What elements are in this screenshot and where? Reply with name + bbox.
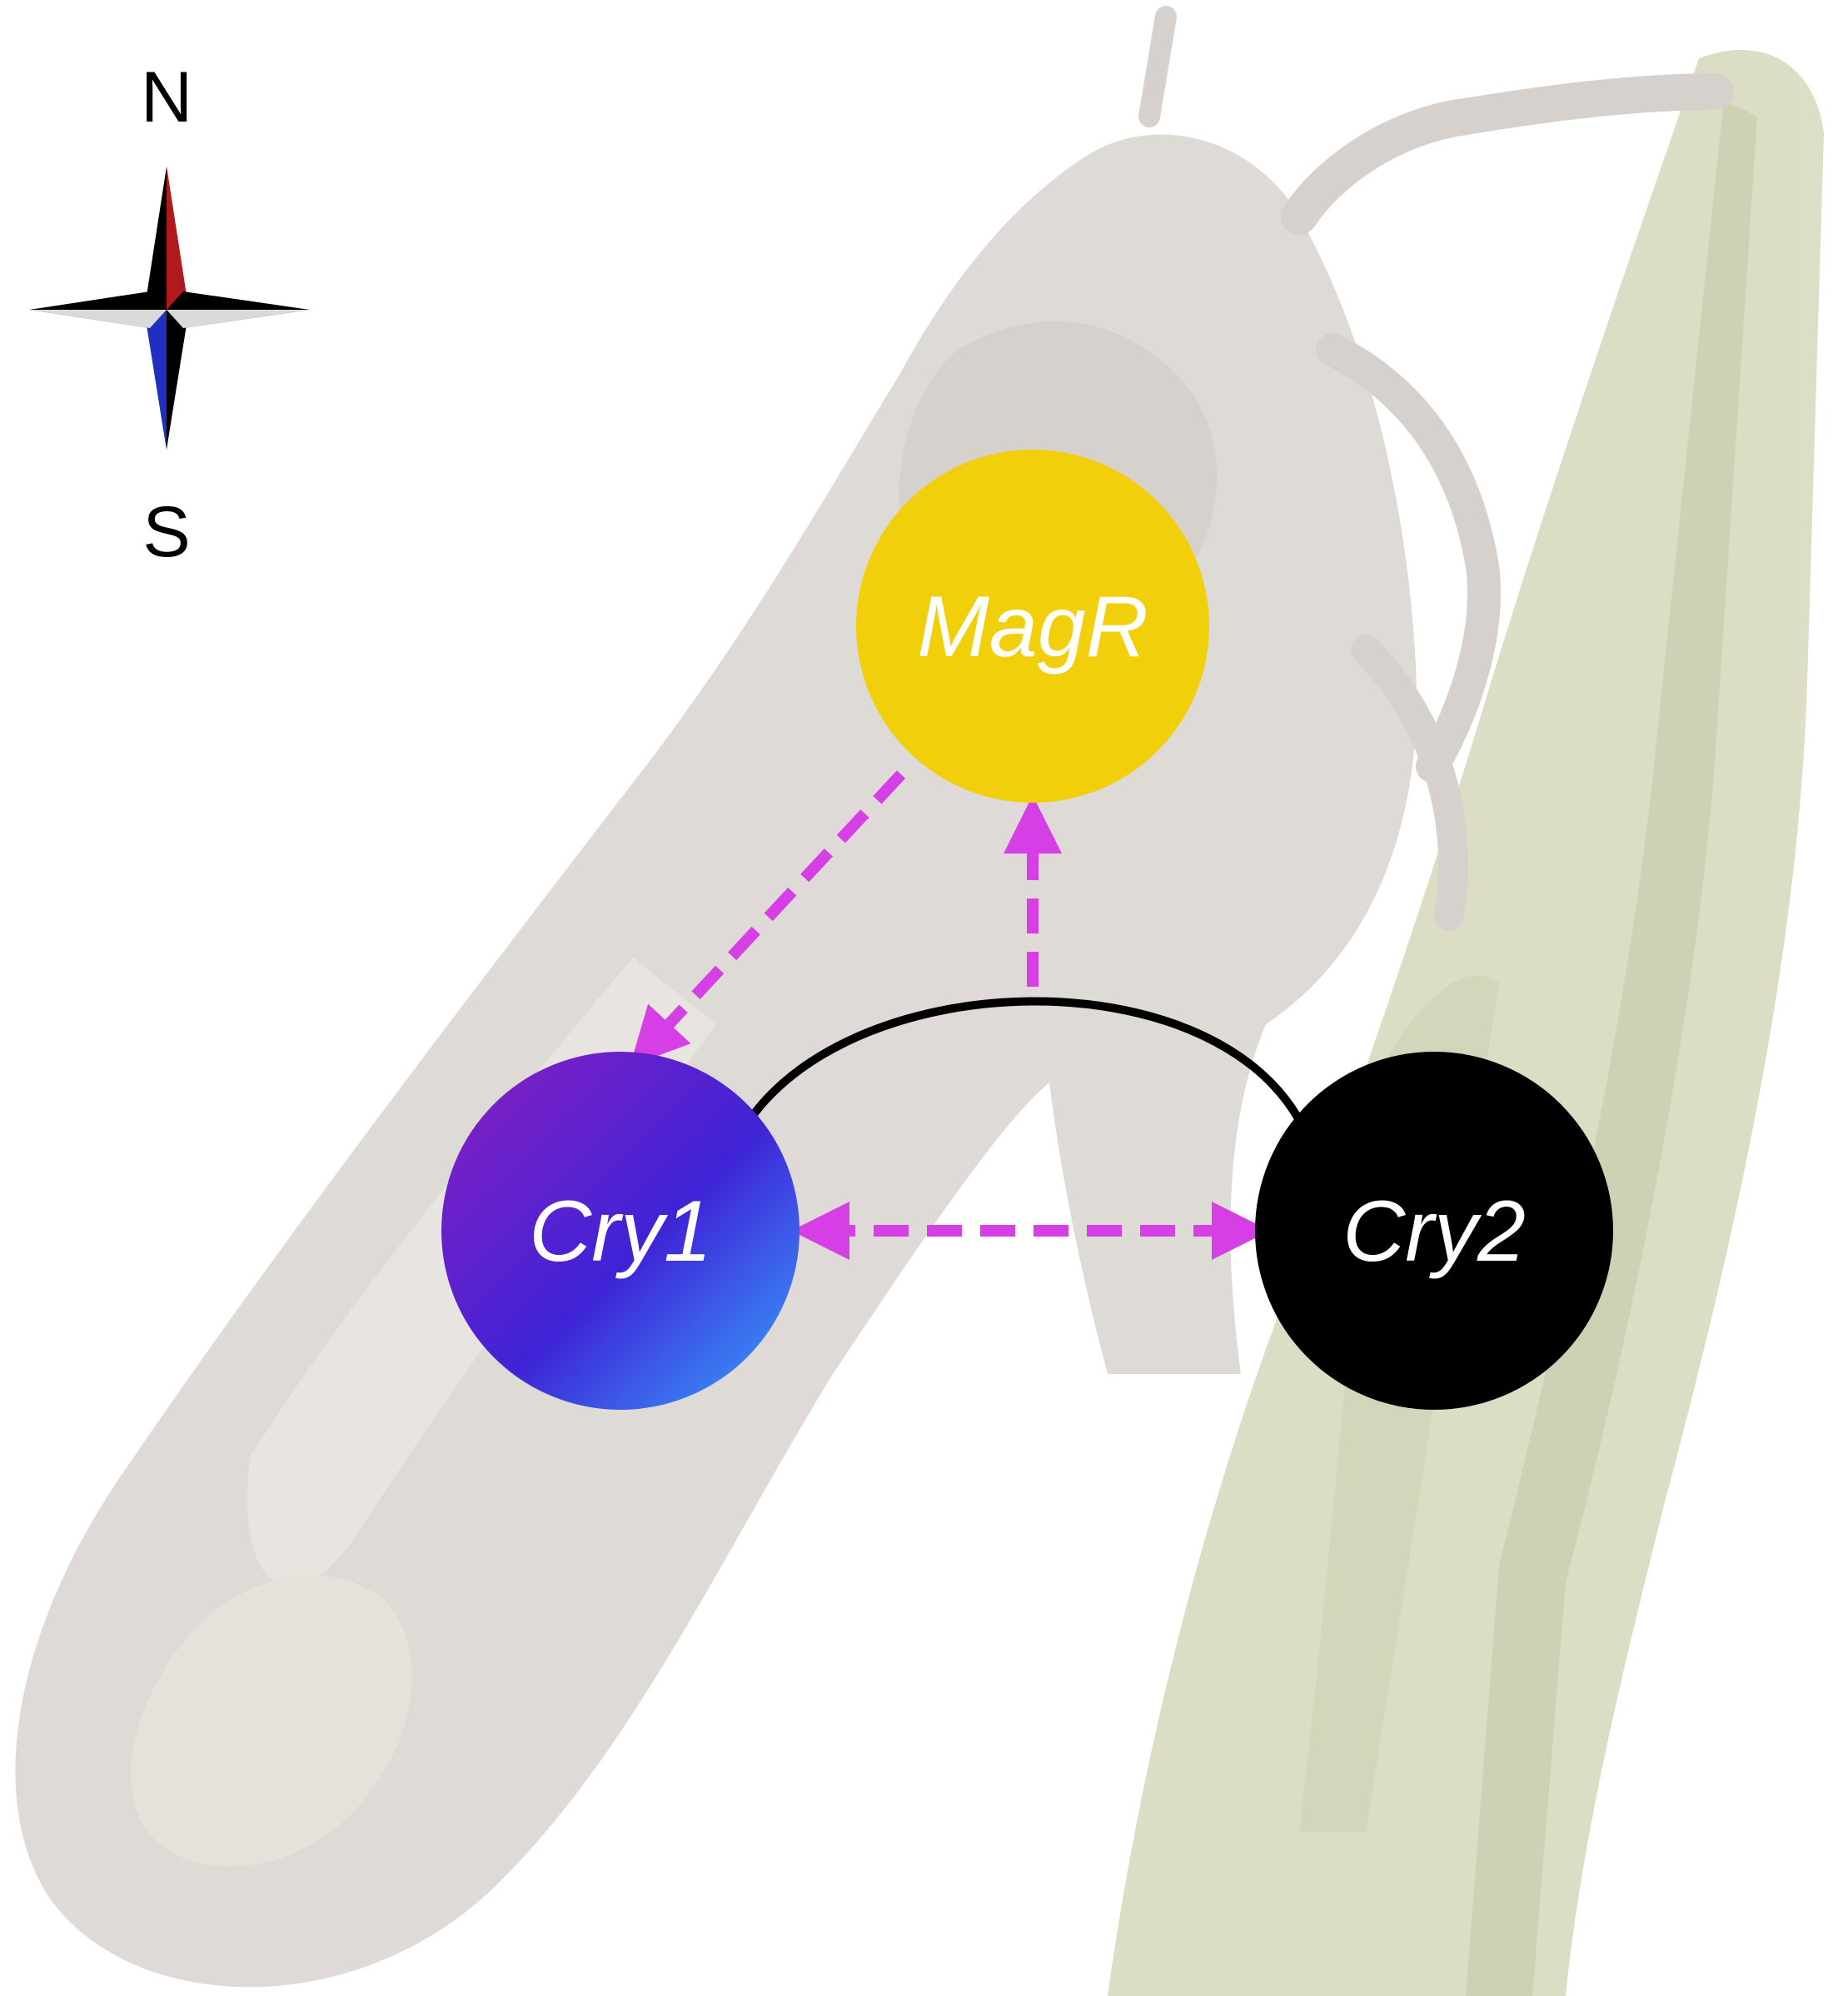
node-cry1: Cry1 (441, 1052, 799, 1410)
cry1-cry2-arc (745, 997, 1303, 1122)
cry1-circle (441, 1052, 799, 1410)
cry2-circle (1255, 1052, 1613, 1410)
node-magr: MagR (856, 450, 1209, 803)
compass-south-highlight (147, 310, 167, 450)
compass-rose: N S (29, 57, 310, 572)
cry1-label: Cry1 (529, 1183, 712, 1280)
arrow-magr-to-cry1 (630, 770, 906, 1067)
compass-north-label: N (141, 57, 192, 137)
magr-label: MagR (917, 579, 1148, 675)
node-cry2: Cry2 (1255, 1052, 1613, 1410)
compass-north-highlight (167, 167, 187, 310)
background-illustration (15, 6, 1824, 1996)
compass-south-label: S (142, 492, 190, 572)
magr-circle (856, 450, 1209, 803)
cry2-label: Cry2 (1342, 1183, 1526, 1280)
